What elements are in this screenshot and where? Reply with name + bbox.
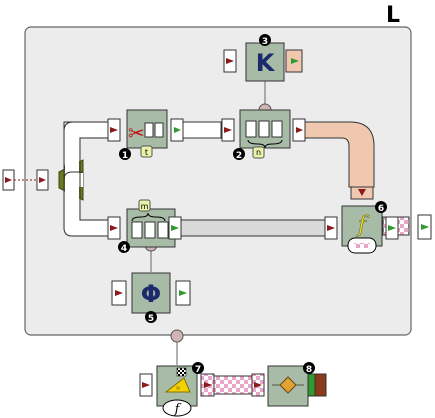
port-arrow-icon: [254, 382, 262, 388]
badge-number: 1: [122, 151, 128, 161]
node-join-2[interactable]: 2 n: [221, 109, 306, 161]
port-arrow-icon: [388, 225, 396, 231]
container-panel: [24, 26, 412, 336]
port-arrow-icon: [204, 382, 212, 388]
diamond-icon: [279, 376, 297, 394]
brace-icon: [131, 212, 166, 222]
port-arrow-icon: [110, 127, 118, 133]
port-arrow-icon: [115, 290, 123, 296]
slot: [144, 221, 156, 239]
cheese-hole: [176, 386, 180, 390]
badge-7: [192, 362, 204, 374]
port-tag-label: m: [141, 202, 149, 211]
checker-flag-icon: [176, 367, 187, 377]
container-label: L: [386, 3, 400, 28]
pipe-n7-n8: [213, 375, 255, 395]
cheese-icon: [164, 377, 191, 393]
pipe-n1-n2: [182, 121, 222, 139]
port-arrow-icon: [171, 225, 179, 231]
node-split-1[interactable]: ✂ 1 t: [107, 109, 184, 161]
sub-box-pattern: [354, 243, 370, 248]
out-port-b[interactable]: [314, 373, 327, 397]
port-arrow-icon: [179, 290, 187, 296]
badge-4: [118, 241, 130, 253]
slot: [131, 221, 143, 239]
slot: [271, 120, 283, 138]
node-split-4[interactable]: 4 m: [107, 199, 182, 254]
badge-number: 5: [148, 314, 154, 324]
badge-2: [233, 148, 245, 160]
node-box: [245, 42, 285, 82]
node-function-6[interactable]: f 6: [324, 186, 432, 254]
port-arrow-icon: [5, 177, 12, 183]
port-tag: [138, 199, 151, 212]
badge-5: [145, 311, 157, 323]
port-tag-label: t: [145, 148, 148, 157]
port-arrow-icon: [358, 189, 366, 196]
port-arrow-icon: [226, 58, 234, 64]
port-tag: [140, 145, 153, 158]
port-tag: [252, 146, 265, 159]
junction-panel[interactable]: [170, 329, 184, 343]
badge-number: 8: [306, 365, 312, 375]
badge-number: 4: [121, 244, 127, 254]
badge-number: 2: [236, 151, 242, 161]
port-arrow-icon: [142, 382, 150, 388]
slot: [258, 120, 270, 138]
port-arrow-icon: [39, 177, 46, 183]
port-tag-label: n: [256, 148, 261, 157]
badge-8: [303, 362, 315, 374]
port-arrow-icon: [291, 58, 299, 64]
pipe-left-outline: [63, 121, 108, 237]
badge-number: 7: [195, 365, 201, 375]
badge-6: [375, 201, 387, 213]
slot: [154, 122, 164, 138]
port-arrow-icon: [296, 127, 303, 133]
badge-3: [259, 34, 271, 46]
pipe-n4-n6: [179, 219, 326, 237]
node-key-3[interactable]: K 3: [223, 34, 303, 82]
pipes: [63, 81, 410, 395]
slot: [157, 221, 169, 239]
slot: [144, 122, 154, 138]
node-phi-5[interactable]: Φ 5: [111, 272, 191, 324]
node-glyph: K: [256, 49, 276, 77]
port-arrow-icon: [327, 225, 335, 231]
badge-number: 3: [262, 37, 268, 47]
out-port-a[interactable]: [307, 373, 316, 397]
port-arrow-icon: [421, 224, 429, 230]
pipe-lower-left-fill: [65, 180, 108, 235]
scissors-icon: ✂: [128, 121, 145, 145]
sub-glyph: f: [174, 402, 182, 417]
pipe-n2-n6: [304, 121, 375, 188]
port-arrow-icon: [174, 127, 181, 133]
port-arrow-icon: [224, 127, 232, 133]
node-decision-8[interactable]: 8: [251, 362, 327, 407]
function-sub-box: [162, 399, 192, 417]
port-arrow-icon: [110, 225, 118, 231]
brace-icon: [247, 139, 283, 149]
badge-number: 6: [378, 204, 384, 214]
node-glyph: Φ: [141, 280, 161, 308]
badge-1: [119, 148, 131, 160]
slot: [245, 120, 257, 138]
node-cheese-7[interactable]: f 7: [139, 362, 215, 417]
